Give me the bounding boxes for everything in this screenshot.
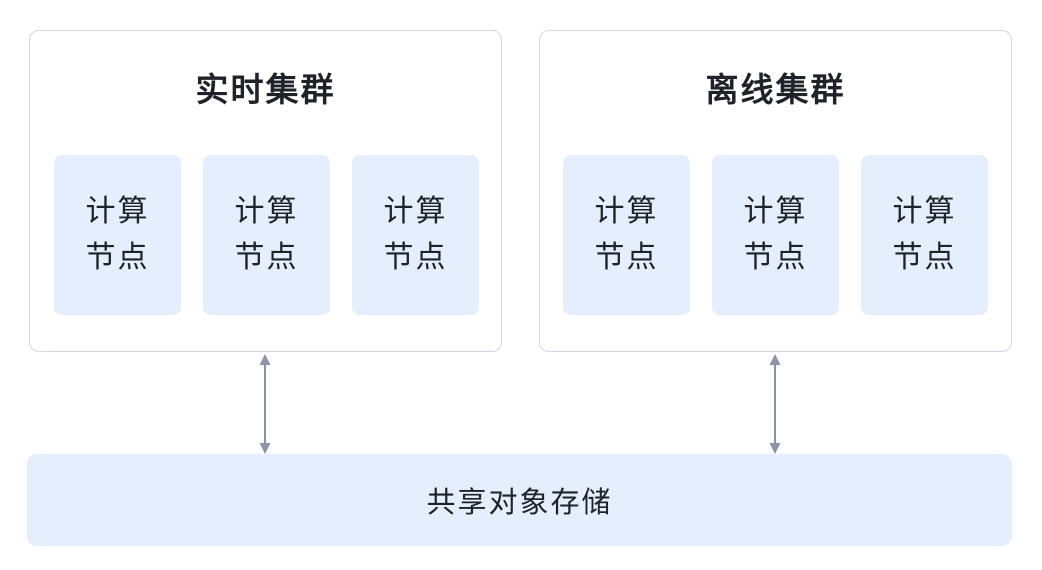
node-label-line2: 节点	[594, 240, 659, 275]
bidirectional-arrow-right	[769, 354, 781, 454]
node-label-line2: 节点	[743, 240, 808, 275]
realtime-cluster: 实时集群 计算 节点 计算 节点 计算 节点	[29, 30, 502, 352]
node-label-line1: 计算	[892, 194, 957, 229]
compute-node: 计算 节点	[352, 155, 479, 315]
shared-object-storage: 共享对象存储	[27, 454, 1012, 546]
node-label-line2: 节点	[892, 240, 957, 275]
node-label-line2: 节点	[85, 240, 150, 275]
node-label-line2: 节点	[234, 240, 299, 275]
cluster-title: 离线集群	[705, 70, 846, 109]
node-label-line1: 计算	[383, 194, 448, 229]
bidirectional-arrow-left	[259, 354, 271, 454]
compute-node: 计算 节点	[54, 155, 181, 315]
compute-node: 计算 节点	[203, 155, 330, 315]
node-label-line1: 计算	[594, 194, 659, 229]
compute-node: 计算 节点	[861, 155, 988, 315]
storage-label: 共享对象存储	[426, 485, 613, 519]
cluster-title: 实时集群	[195, 70, 336, 109]
node-label-line1: 计算	[234, 194, 299, 229]
node-label-line1: 计算	[85, 194, 150, 229]
node-label-line2: 节点	[383, 240, 448, 275]
compute-node: 计算 节点	[563, 155, 690, 315]
node-label-line1: 计算	[743, 194, 808, 229]
compute-node: 计算 节点	[712, 155, 839, 315]
offline-cluster: 离线集群 计算 节点 计算 节点 计算 节点	[539, 30, 1012, 352]
